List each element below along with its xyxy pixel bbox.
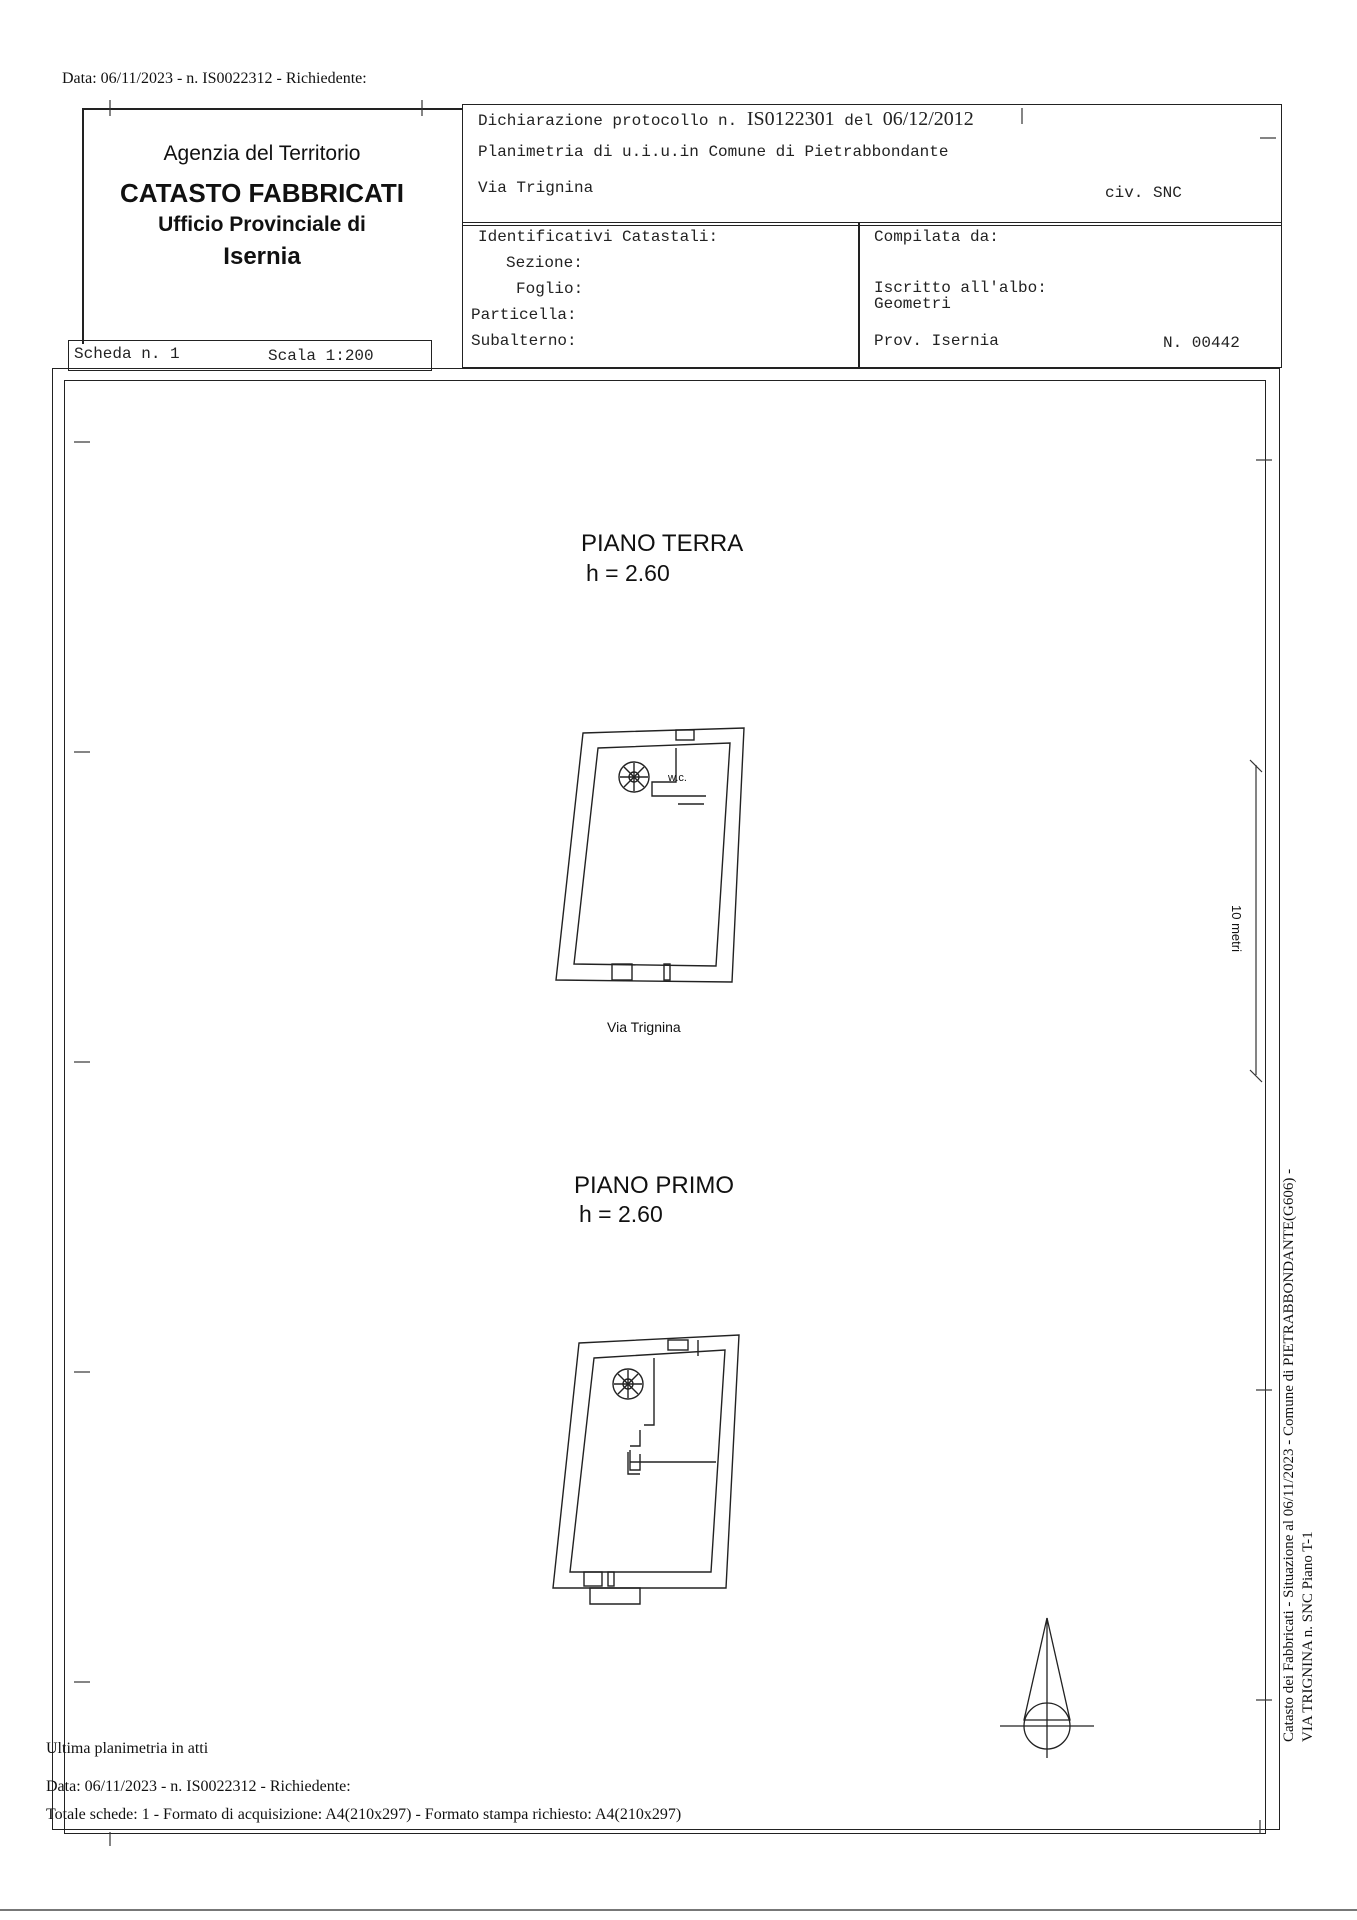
compilata-title: Compilata da: [874, 228, 999, 246]
side-status-line1: Catasto dei Fabbricati - Situazione al 0… [1281, 1168, 1297, 1742]
declaration-line: Dichiarazione protocollo n. IS0122301 de… [478, 108, 974, 131]
foglio-label: Foglio: [516, 280, 584, 298]
declaration-number: IS0122301 [746, 108, 835, 130]
drawing-frame [52, 368, 1280, 1830]
floor-height-primo: h = 2.60 [579, 1201, 663, 1227]
footer-data: Data: 06/11/2023 - n. IS0022312 - Richie… [46, 1778, 351, 1795]
floor-title-terra: PIANO TERRA [581, 530, 744, 557]
registration-number: N. 00442 [1163, 334, 1240, 352]
wc-label: w.c. [668, 772, 687, 784]
scala-label: Scala 1:200 [268, 347, 374, 365]
agency-name: Agenzia del Territorio [163, 142, 361, 165]
planimetria-line: Planimetria di u.i.u.in Comune di Pietra… [478, 143, 949, 161]
agency-office: Ufficio Provinciale di [158, 213, 366, 236]
identificativi-box [462, 222, 1282, 368]
iscritto-label: Iscritto all'albo: [874, 279, 1047, 297]
top-request-note: Data: 06/11/2023 - n. IS0022312 - Richie… [62, 70, 367, 87]
address-civ: civ. SNC [1105, 184, 1182, 202]
footer-totale: Totale schede: 1 - Formato di acquisizio… [46, 1806, 682, 1823]
declaration-date: 06/12/2012 [882, 108, 974, 130]
frame-left [82, 108, 84, 344]
identificativi-title: Identificativi Catastali: [478, 228, 719, 246]
declaration-prefix: Dichiarazione protocollo n. [478, 112, 738, 130]
declaration-del: del [844, 112, 874, 130]
agency-province: Isernia [223, 243, 301, 270]
scheda-box [68, 340, 432, 371]
floor-title-primo: PIANO PRIMO [574, 1172, 735, 1199]
subalterno-label: Subalterno: [471, 332, 577, 350]
floor-height-terra: h = 2.60 [586, 560, 670, 586]
declaration-box [462, 104, 1282, 226]
frame-top-left [82, 108, 462, 110]
particella-label: Particella: [471, 306, 577, 324]
street-label: Via Trignina [607, 1019, 681, 1035]
agency-catasto: CATASTO FABBRICATI [119, 178, 405, 208]
prov-value: Prov. Isernia [874, 332, 999, 350]
side-status-line2: VIA TRIGNINA n. SNC Piano T-1 [1300, 1531, 1316, 1742]
address-via: Via Trignina [478, 179, 594, 197]
sezione-label: Sezione: [506, 254, 583, 272]
footer-ultima: Ultima planimetria in atti [46, 1740, 209, 1757]
identificativi-divider [858, 222, 860, 368]
scheda-label: Scheda n. 1 [74, 345, 180, 363]
albo-value: Geometri [874, 295, 951, 313]
drawing-frame-inner [64, 380, 1266, 1834]
